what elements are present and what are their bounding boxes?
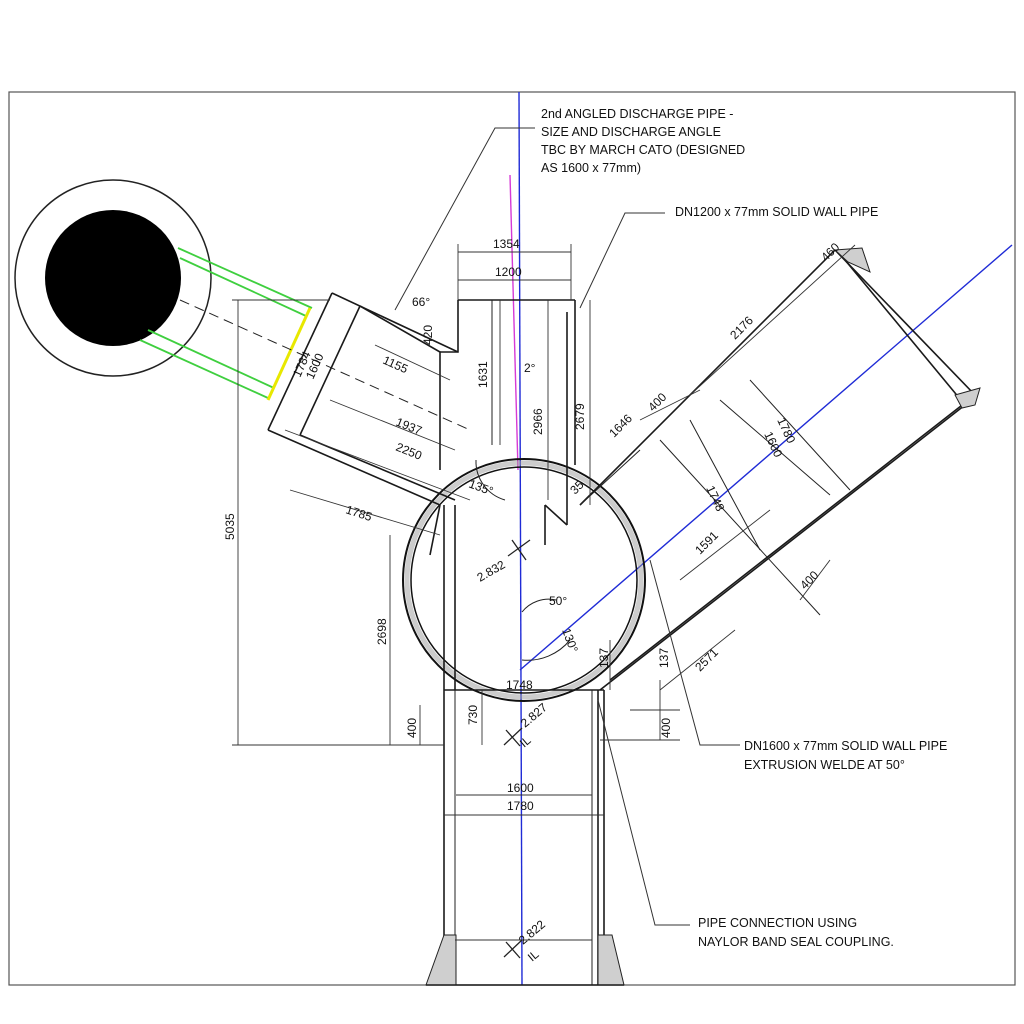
- right-pipe-concrete-bottom: [954, 387, 981, 409]
- dim-400-left: 400: [405, 718, 419, 738]
- angle-arc-50: [521, 598, 557, 613]
- il-bottom-tag: IL: [525, 947, 542, 964]
- dim-135deg: 135°: [467, 477, 495, 499]
- right-angled-pipe: [579, 247, 981, 691]
- existing-pipe-section: [14, 179, 212, 377]
- dim-1354: 1354: [493, 237, 520, 251]
- dim-137b: 137: [657, 648, 671, 668]
- dim-2deg: 2°: [524, 361, 536, 375]
- dim-66deg: 66°: [412, 295, 430, 309]
- dim-1600-bottom: 1600: [507, 781, 534, 795]
- top-inlet-pipe: [440, 299, 576, 545]
- dim-400-bottom-right: 400: [659, 718, 673, 738]
- dim-420: 420: [421, 325, 435, 345]
- dim-2571: 2571: [692, 645, 721, 674]
- dim-1646: 1646: [606, 411, 635, 440]
- dim-1200: 1200: [495, 265, 522, 279]
- right-pipe-concrete-top: [833, 247, 871, 273]
- dim-400-right-bottom: 400: [797, 568, 821, 592]
- il-center: 2.832: [475, 557, 508, 584]
- il-mid: 2.827: [518, 700, 550, 730]
- dim-130deg: 130°: [559, 626, 581, 654]
- note-second-pipe-4: AS 1600 x 77mm): [541, 161, 641, 175]
- dim-2250: 2250: [394, 440, 424, 463]
- note-second-pipe-2: SIZE AND DISCHARGE ANGLE: [541, 125, 721, 139]
- note-coupling-2: NAYLOR BAND SEAL COUPLING.: [698, 935, 894, 949]
- note-dn1200: DN1200 x 77mm SOLID WALL PIPE: [675, 205, 878, 219]
- dim-2176: 2176: [727, 313, 756, 342]
- magenta-axis: [509, 174, 519, 471]
- dim-2679: 2679: [573, 403, 587, 430]
- yellow-pipe-end: [266, 307, 312, 401]
- blue-vertical-axis: [518, 91, 523, 986]
- note-dn1600-1: DN1600 x 77mm SOLID WALL PIPE: [744, 739, 947, 753]
- note-second-pipe-1: 2nd ANGLED DISCHARGE PIPE -: [541, 107, 733, 121]
- base-concrete-left: [425, 934, 457, 986]
- dim-50deg: 50°: [549, 594, 567, 608]
- dimension-lines: [232, 244, 856, 941]
- dim-137a: 137: [597, 648, 611, 668]
- il-markers: [503, 539, 531, 959]
- green-connector-lines: [139, 247, 313, 399]
- dim-1785: 1785: [344, 503, 374, 525]
- il-bottom: 2.822: [516, 917, 548, 947]
- dim-730: 730: [466, 705, 480, 725]
- angle-arc-135: [475, 459, 506, 501]
- dim-1631: 1631: [476, 361, 490, 388]
- dim-1780-bottom: 1780: [507, 799, 534, 813]
- chamber-ring: [402, 458, 646, 702]
- note-dn1600-2: EXTRUSION WELDE AT 50°: [744, 758, 905, 772]
- note-second-pipe-3: TBC BY MARCH CATO (DESIGNED: [541, 143, 745, 157]
- il-mid-tag: IL: [517, 733, 534, 750]
- dim-5035: 5035: [223, 513, 237, 540]
- blue-diagonal-axis: [519, 244, 1013, 671]
- dim-1937: 1937: [394, 415, 424, 438]
- dim-2698: 2698: [375, 618, 389, 645]
- dim-460: 460: [818, 240, 842, 264]
- dim-2966: 2966: [531, 408, 545, 435]
- pipe-centreline-left: [179, 299, 471, 431]
- dim-1748-bottom: 1748: [506, 678, 533, 692]
- dim-400-right-top: 400: [645, 390, 669, 414]
- leader-lines: [394, 127, 740, 926]
- angle-arc-130: [521, 639, 571, 661]
- note-coupling-1: PIPE CONNECTION USING: [698, 916, 857, 930]
- dim-1155: 1155: [381, 353, 411, 376]
- base-concrete-right: [597, 934, 625, 986]
- dim-1591: 1591: [692, 528, 721, 557]
